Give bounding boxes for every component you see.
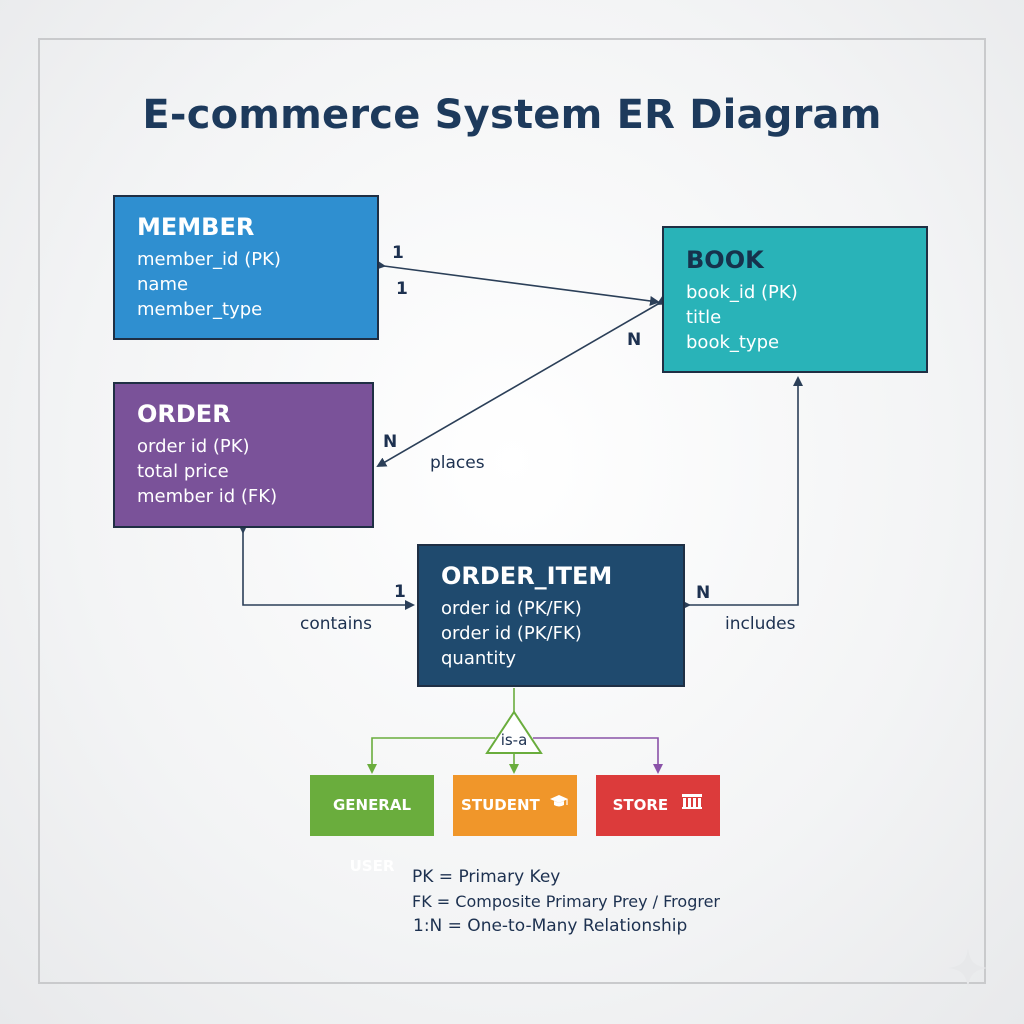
relationship-places: places bbox=[430, 453, 485, 473]
cardinality-order-n: N bbox=[383, 432, 398, 452]
isa-to-store bbox=[533, 737, 663, 774]
entity-order-item[interactable]: ORDER_ITEM order id (PK/FK) order id (PK… bbox=[417, 544, 685, 687]
subtype-student[interactable]: STUDENT bbox=[453, 775, 577, 836]
isa-to-general-user bbox=[367, 737, 495, 774]
entity-member-attr: name bbox=[137, 274, 189, 295]
entity-member-attr: member_type bbox=[137, 299, 263, 320]
book-order-line bbox=[376, 295, 668, 468]
entity-order-attr: member id (FK) bbox=[137, 486, 278, 507]
subtype-general-user[interactable]: GENERAL USER bbox=[310, 775, 434, 875]
relationship-includes: includes bbox=[725, 614, 796, 634]
cardinality-member-bottom: 1 bbox=[396, 279, 408, 299]
store-building-icon bbox=[681, 775, 703, 836]
diagram-frame bbox=[38, 38, 986, 984]
cardinality-orderitem-n: N bbox=[696, 583, 711, 603]
entity-order-attr: total price bbox=[137, 461, 229, 482]
entity-order-item-attr: quantity bbox=[441, 648, 517, 669]
legend-item: PK = Primary Key bbox=[412, 867, 561, 887]
orderitem-book-line bbox=[681, 376, 803, 610]
relationship-isa: is-a bbox=[500, 731, 528, 749]
graduation-cap-icon bbox=[549, 775, 569, 836]
entity-member-attr: member_id (PK) bbox=[137, 249, 281, 270]
cardinality-member-top: 1 bbox=[392, 243, 404, 263]
entity-book-attr: book_id (PK) bbox=[686, 282, 798, 303]
subtype-student-label: STUDENT bbox=[461, 796, 540, 814]
entity-member[interactable]: MEMBER member_id (PK) name member_type bbox=[113, 195, 379, 340]
relationship-contains: contains bbox=[300, 614, 372, 634]
cardinality-orderitem-1: 1 bbox=[394, 582, 406, 602]
diagram-title: E-commerce System ER Diagram bbox=[142, 92, 882, 138]
member-book-line bbox=[375, 260, 660, 306]
entity-book-attr: title bbox=[686, 307, 722, 328]
order-orderitem-line bbox=[238, 524, 415, 610]
entity-book-attr: book_type bbox=[686, 332, 780, 353]
entity-order-name: ORDER bbox=[137, 400, 231, 428]
subtype-store-label: STORE bbox=[612, 796, 669, 814]
entity-order[interactable]: ORDER order id (PK) total price member i… bbox=[113, 382, 374, 528]
entity-book[interactable]: BOOK book_id (PK) title book_type bbox=[662, 226, 928, 373]
entity-order-item-attr: order id (PK/FK) bbox=[441, 623, 582, 644]
entity-order-item-attr: order id (PK/FK) bbox=[441, 598, 582, 619]
legend-item: 1:N = One-to-Many Relationship bbox=[413, 916, 688, 936]
legend-item: FK = Composite Primary Prey / Frogrer bbox=[412, 892, 720, 911]
entity-order-attr: order id (PK) bbox=[137, 436, 250, 457]
subtype-general-user-label: GENERAL USER bbox=[332, 796, 412, 875]
entity-book-name: BOOK bbox=[686, 246, 764, 274]
entity-order-item-name: ORDER_ITEM bbox=[441, 562, 613, 590]
entity-member-name: MEMBER bbox=[137, 213, 255, 241]
subtype-store[interactable]: STORE bbox=[596, 775, 720, 836]
sparkle-icon bbox=[948, 948, 988, 988]
cardinality-book-n: N bbox=[627, 330, 642, 350]
